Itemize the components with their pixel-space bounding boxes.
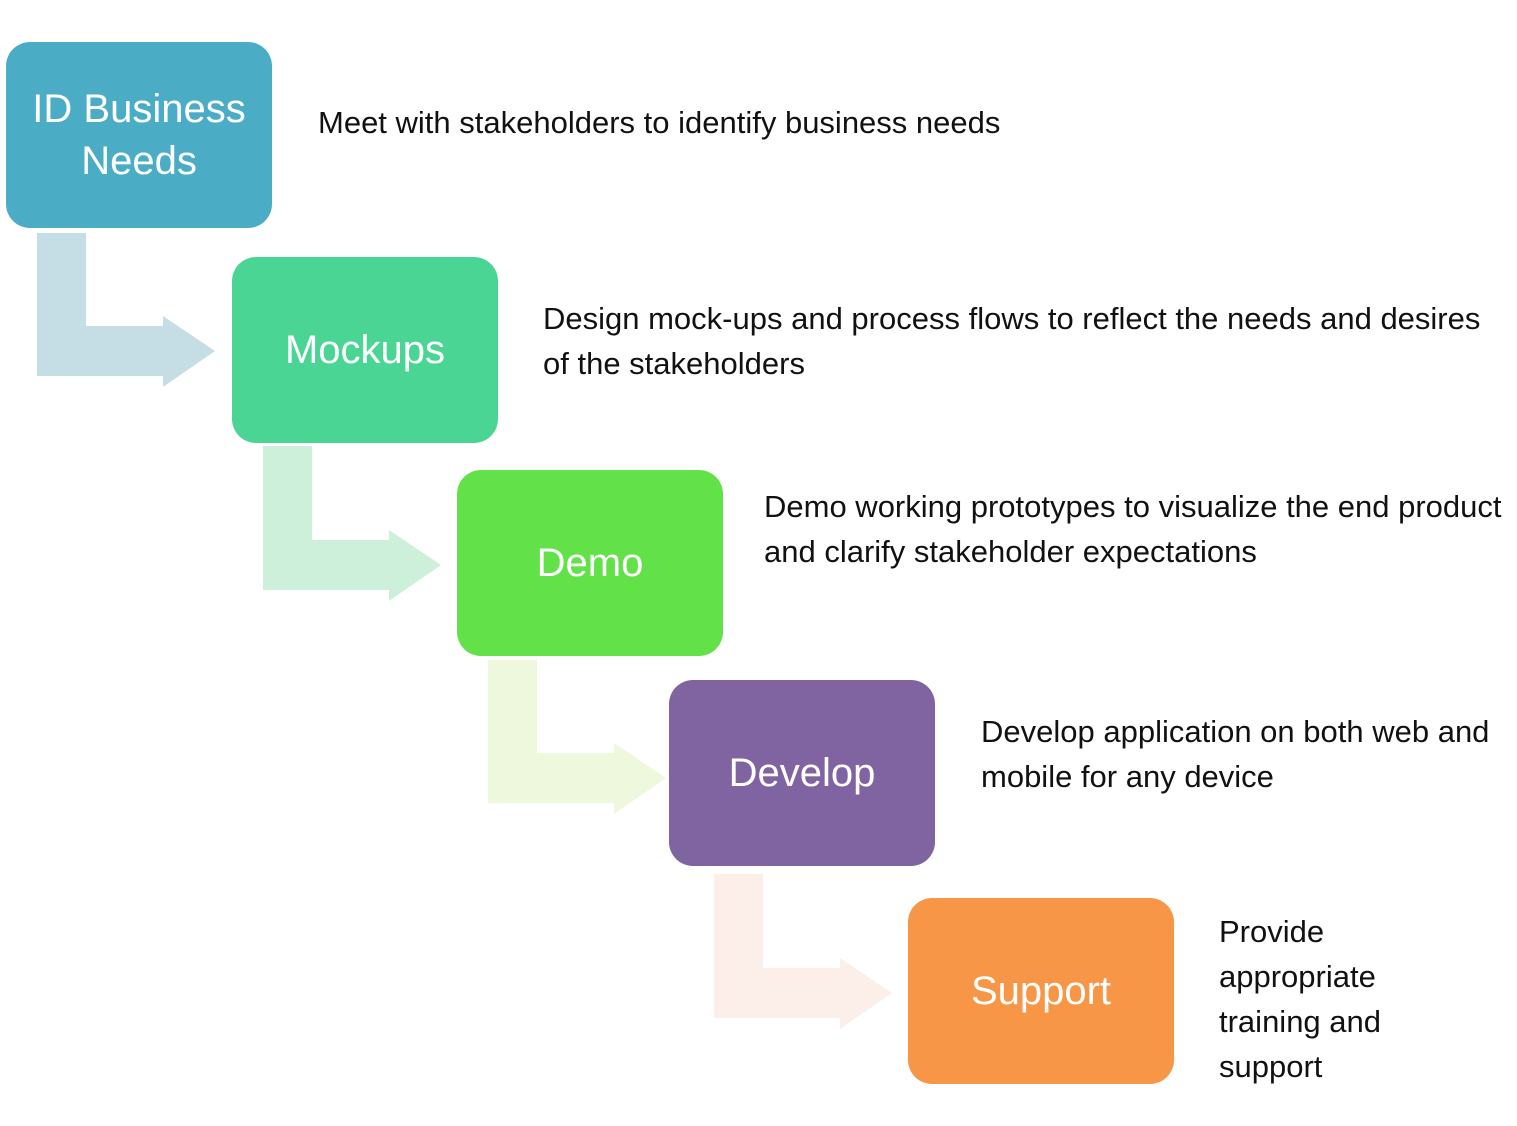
step-box-mockups: Mockups — [232, 257, 498, 443]
step-box-develop: Develop — [669, 680, 935, 866]
step-title: Develop — [728, 751, 876, 795]
bent-arrow-icon — [37, 233, 215, 387]
step-title: Demo — [536, 541, 644, 585]
step-title: Support — [970, 969, 1112, 1013]
step-description: Design mock-ups and process flows to ref… — [543, 301, 1481, 381]
step-description: Demo working prototypes to visualize the… — [764, 489, 1502, 569]
bent-arrow-icon — [714, 874, 892, 1029]
bent-arrow-icon — [263, 446, 441, 601]
step-description: Meet with stakeholders to identify busin… — [318, 105, 1001, 140]
step-description: Provide appropriate training and support — [1219, 914, 1382, 1084]
step-box-demo: Demo — [457, 470, 723, 656]
step-box-support: Support — [908, 898, 1174, 1084]
step-description: Develop application on both web and mobi… — [981, 714, 1490, 794]
bent-arrow-icon — [488, 660, 666, 814]
step-box-id-business-needs: ID Business Needs — [6, 42, 272, 228]
step-title: Mockups — [284, 328, 446, 372]
step-title: ID Business Needs — [32, 87, 246, 183]
